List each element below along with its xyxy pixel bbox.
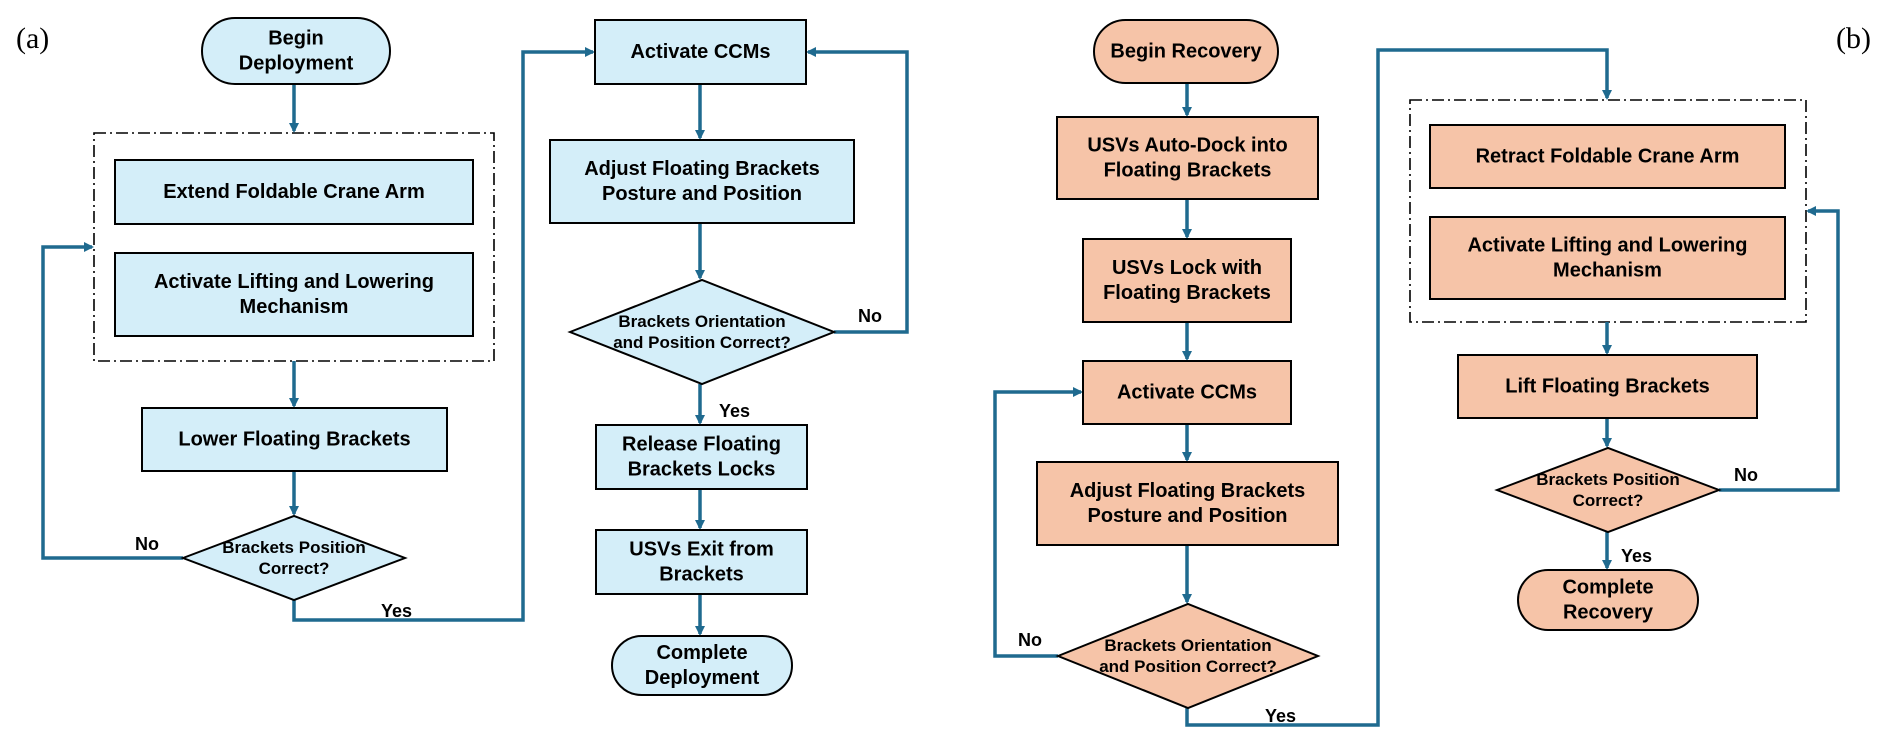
d-check-text-line-2: Correct? [259, 559, 330, 578]
panel-label-b: (b) [1836, 22, 1871, 55]
d-lower-node: Lower Floating Brackets [141, 407, 448, 472]
d-check-text-line-1: Brackets Position [222, 538, 366, 557]
d-extend-box [114, 159, 474, 225]
r-ccms-text-line-1: Activate CCMs [1117, 382, 1257, 404]
r-complete-terminal [1517, 569, 1699, 631]
edge-label-deployment-labels-yes2: Yes [719, 401, 750, 421]
d-ccms-box [594, 19, 807, 85]
d-lower-box [141, 407, 448, 472]
edge-label-recovery-labels-yes1: Yes [1265, 706, 1296, 726]
r-lift-text-line-1: Activate Lifting and Lowering [1467, 235, 1747, 257]
r-retract-text-line-1: Retract Foldable Crane Arm [1476, 146, 1740, 168]
d-adjust-text-line-1: Adjust Floating Brackets [584, 158, 820, 180]
r-dock-box [1056, 116, 1319, 200]
r-complete-text-line-1: Complete [1562, 577, 1653, 599]
d-complete-text-line-2: Deployment [645, 667, 760, 689]
r-lock-text-line-2: Floating Brackets [1103, 282, 1271, 304]
edge-label-deployment-labels-yes1: Yes [381, 601, 412, 621]
deployment-crane-group [93, 132, 495, 362]
r-check-text-line-1: Brackets Position [1536, 470, 1680, 489]
d-exit-box [595, 529, 808, 595]
r-edge-orient-yes-arrow [1185, 48, 1612, 727]
r-begin-node: Begin Recovery [1093, 19, 1279, 84]
d-ccms-text-line-1: Activate CCMs [630, 41, 770, 63]
d-adjust-text-line-2: Posture and Position [602, 183, 802, 205]
r-lift-box [1429, 216, 1786, 300]
r-lock-box [1082, 238, 1292, 323]
d-begin-text-line-1: Begin [268, 28, 324, 50]
d-lift-text-line-2: Mechanism [240, 296, 349, 318]
edge-label-recovery-labels-no2: No [1734, 465, 1758, 485]
r-orient-node: Brackets Orientation and Position Correct… [1055, 602, 1321, 710]
edge-label-deployment-labels-no1: No [135, 534, 159, 554]
d-begin-text-line-2: Deployment [239, 53, 354, 75]
r-adjust-text-line-2: Posture and Position [1087, 505, 1287, 527]
r-liftb-text-line-1: Lift Floating Brackets [1505, 376, 1709, 398]
d-release-text-line-1: Release Floating [622, 434, 781, 456]
r-edge-check-no-arrow [1719, 206, 1840, 492]
r-orient-text-line-2: and Position Correct? [1099, 657, 1277, 676]
d-lift-text-line-1: Activate Lifting and Lowering [154, 271, 434, 293]
d-orient-decision [567, 278, 837, 386]
d-lift-box [114, 252, 474, 337]
d-edge-check-yes-arrow [292, 47, 595, 622]
r-liftb-box [1457, 354, 1758, 419]
r-edge-orient-no-arrow [993, 387, 1083, 658]
r-liftb-node: Lift Floating Brackets [1457, 354, 1758, 419]
d-exit-text-line-2: Brackets [659, 564, 744, 586]
d-orient-text-line-2: and Position Correct? [613, 333, 791, 352]
panel-label-a: (a) [16, 22, 49, 55]
r-adjust-box [1036, 461, 1339, 546]
r-ccms-box [1082, 360, 1292, 425]
d-release-box [595, 424, 808, 490]
r-begin-terminal [1093, 19, 1279, 84]
r-lock-text-line-1: USVs Lock with [1112, 257, 1262, 279]
d-extend-text-line-1: Extend Foldable Crane Arm [163, 181, 425, 203]
r-check-text-line-2: Correct? [1573, 491, 1644, 510]
d-lower-text-line-1: Lower Floating Brackets [178, 429, 410, 451]
d-edge-orient-no-arrow [806, 47, 909, 334]
d-orient-text-line-1: Brackets Orientation [618, 312, 785, 331]
d-exit-text-line-1: USVs Exit from [629, 539, 773, 561]
d-orient-node: Brackets Orientation and Position Correct… [567, 278, 837, 386]
edge-label-recovery-labels-no1: No [1018, 630, 1042, 650]
edge-label-recovery-labels-yes2: Yes [1621, 546, 1652, 566]
r-lift-text-line-2: Mechanism [1553, 260, 1662, 282]
d-ccms-node: Activate CCMs [594, 19, 807, 85]
r-orient-text-line-1: Brackets Orientation [1104, 636, 1271, 655]
d-complete-terminal [611, 635, 793, 696]
r-retract-node: Retract Foldable Crane Arm [1429, 124, 1786, 189]
r-ccms-node: Activate CCMs [1082, 360, 1292, 425]
d-edge-check-no-arrow [41, 242, 183, 560]
d-release-text-line-2: Brackets Locks [628, 459, 776, 481]
d-extend-node: Extend Foldable Crane Arm [114, 159, 474, 225]
d-check-decision [180, 514, 408, 602]
r-begin-text-line-1: Begin Recovery [1110, 41, 1262, 63]
d-begin-terminal [201, 17, 391, 85]
d-adjust-box [549, 139, 855, 224]
r-check-decision [1494, 446, 1722, 534]
d-complete-text-line-1: Complete [656, 642, 747, 664]
r-orient-decision [1055, 602, 1321, 710]
r-adjust-text-line-1: Adjust Floating Brackets [1070, 480, 1306, 502]
r-dock-text-line-2: Floating Brackets [1104, 160, 1272, 182]
edge-label-deployment-labels-no2: No [858, 306, 882, 326]
r-dock-text-line-1: USVs Auto-Dock into [1087, 135, 1287, 157]
r-complete-text-line-2: Recovery [1563, 602, 1654, 624]
r-retract-box [1429, 124, 1786, 189]
